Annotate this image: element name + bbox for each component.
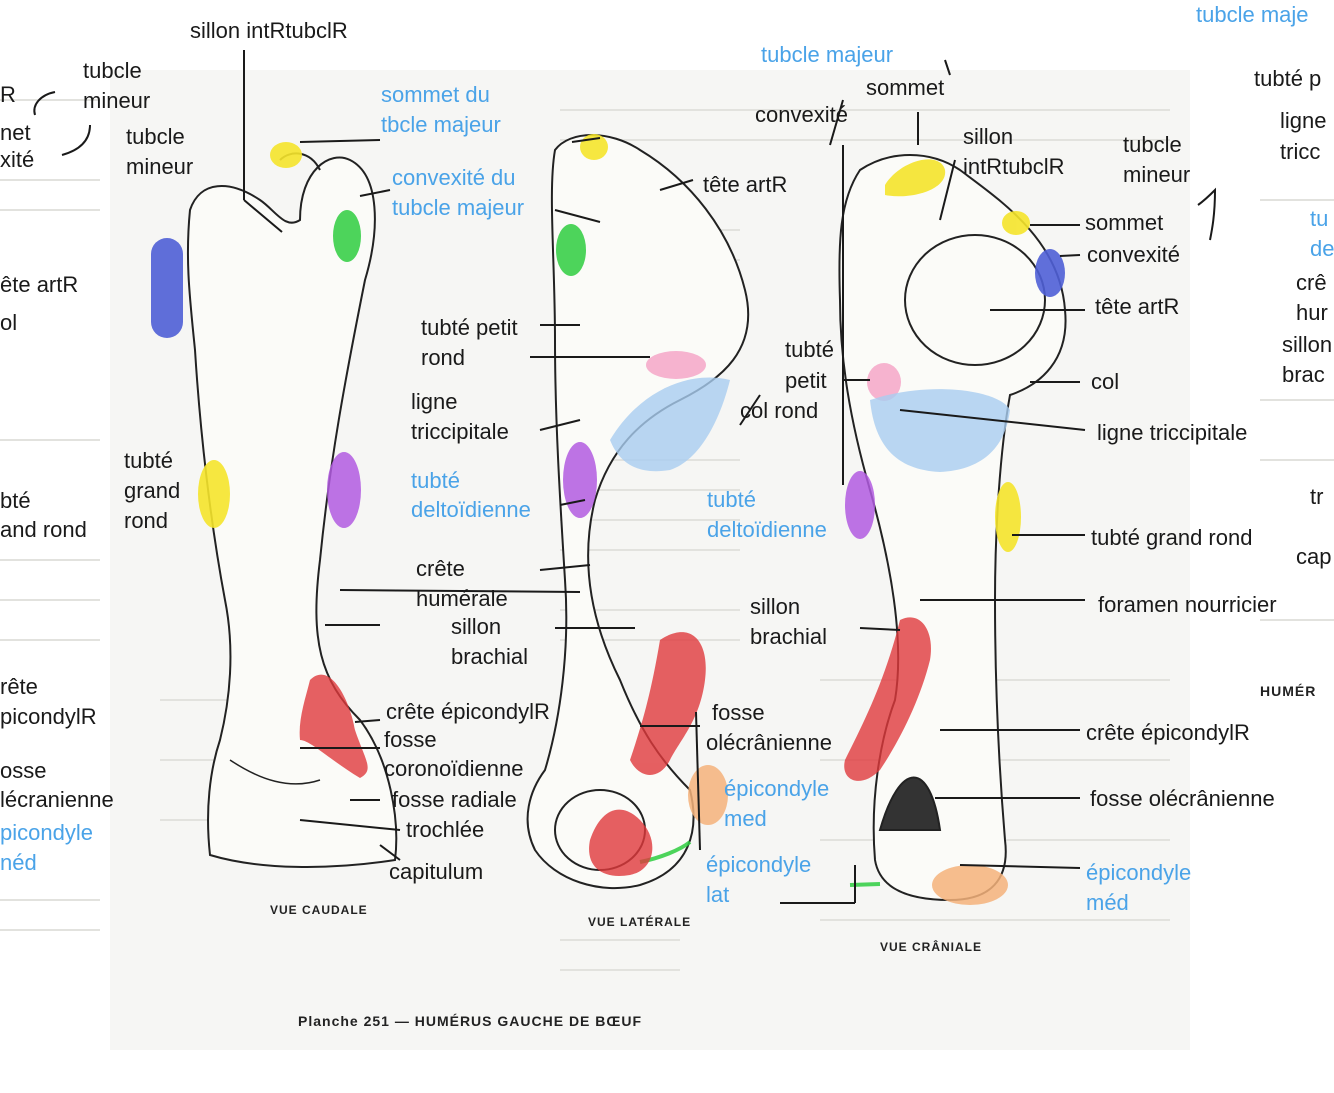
highlight-pink [646, 351, 901, 401]
label-fosse-olecranienne-2: olécrânienne [706, 730, 832, 755]
label-fosse-olecranienne: fosse [712, 700, 765, 725]
fragment-right-cre: crê [1296, 270, 1327, 295]
fragment-left-col: ol [0, 310, 18, 335]
label-tuberosite-grand-rond-1: tubté [124, 448, 173, 473]
label-crete-epicondylaire: crête épicondylR [386, 699, 550, 724]
fragment-left-tubte: bté [0, 488, 31, 513]
label-sillon-intertuberculaire-r: sillon [963, 124, 1014, 149]
fragment-right-de: de [1310, 236, 1334, 261]
label-convexite-tubercule-majeur-2: tubcle majeur [392, 195, 525, 220]
label-tuberosite-grand-rond-3: rond [124, 508, 169, 533]
label-tubercule-majeur: tubcle majeur [761, 42, 894, 67]
fragment-left-picondylr: picondylR [0, 704, 97, 729]
fragment-right-tubte-p: tubté p [1254, 66, 1322, 91]
label-tubercule-mineur-b2: mineur [126, 154, 194, 179]
label-fosse-radiale: fosse radiale [392, 787, 517, 812]
label-tuberosite-deltoidienne: tubté [411, 468, 460, 493]
label-tuberosite-petit-rond: tubté petit [421, 315, 518, 340]
label-tuberosite-petit-rond-2: rond [421, 345, 466, 370]
leader-lines [33, 50, 1217, 904]
label-epicondyle-medial: épicondyle [724, 776, 830, 801]
label-epicondyle-medial-r: épicondyle [1086, 860, 1192, 885]
fragment-right-ligne: ligne [1280, 108, 1327, 133]
label-sommet-tubercule-majeur-2: tbcle majeur [381, 112, 501, 137]
fragment-right-cap: cap [1296, 544, 1332, 569]
label-ligne-tricipitale-2: tricсipitale [411, 419, 509, 444]
label-sillon-brachial-2: brachial [451, 644, 529, 669]
fragment-right-sillon: sillon [1282, 332, 1333, 357]
label-tuberosite-petit-2: petit [785, 368, 827, 393]
fragment-right-tr: tr [1310, 484, 1324, 509]
label-sommet-tubercule-majeur: sommet du [381, 82, 490, 107]
label-tuberosite-deltoidienne-2: deltoïdienne [411, 497, 531, 522]
label-tete-articulaire: tête artR [703, 172, 788, 197]
label-sillon-intertuberculaire-r2: intRtubclR [963, 154, 1065, 179]
label-sillon-brachial-r: sillon [750, 594, 801, 619]
view-tag-caudal: VUE CAUDALE [270, 903, 368, 917]
view-tag-cranial: VUE CRÂNIALE [880, 940, 983, 954]
label-ligne-tricipitale: ligne [411, 389, 458, 414]
plate-caption: Planche 251 — HUMÉRUS GAUCHE DE BŒUF [298, 1013, 643, 1029]
label-sommet-r: sommet [1085, 210, 1164, 235]
bone-caudal-view [186, 152, 398, 868]
fragment-right-brac: brac [1282, 362, 1325, 387]
label-tuberosite-petit: tubté [785, 337, 834, 362]
fragment-left-r: R [0, 82, 16, 107]
label-sommet: sommet [866, 75, 945, 100]
fragment-right-tubcle-majeur: tubcle maje [1196, 2, 1309, 27]
label-foramen-nourricier: foramen nourricier [1098, 592, 1277, 617]
label-epicondyle-medial-r2: méd [1086, 890, 1129, 915]
label-tubercule-mineur-a: tubcle [83, 58, 142, 83]
highlight-blue [151, 238, 1065, 338]
fragment-left-osse: osse [0, 758, 47, 783]
fragment-left-lecranienne: lécranienne [0, 787, 114, 812]
label-convexite-r: convexité [1087, 242, 1180, 267]
label-tubercule-mineur-b: tubcle [126, 124, 185, 149]
fragment-left-tete-artr: ête artR [0, 272, 79, 297]
label-tubercule-mineur-a2: mineur [83, 88, 151, 113]
label-capitulum: capitulum [389, 859, 484, 884]
label-sillon-intertuberculaire: sillon intRtubclR [190, 18, 348, 43]
fragment-left-and-rond: and rond [0, 517, 87, 542]
label-col: col [1091, 369, 1120, 394]
label-tuberosite-deltoidienne-r: tubté [707, 487, 756, 512]
label-tubercule-mineur-r: tubcle [1123, 132, 1182, 157]
view-tag-lateral: VUE LATÉRALE [588, 915, 692, 929]
highlight-red [299, 617, 931, 876]
label-tuberosite-grand-rond-r: tubté grand rond [1091, 525, 1253, 550]
label-tuberosite-grand-rond-2: grand [124, 478, 181, 503]
label-epicondyle-lateral-2: lat [706, 882, 730, 907]
label-col-rond: col rond [740, 398, 819, 423]
label-tuberosite-deltoidienne-r2: deltoïdienne [707, 517, 827, 542]
fragment-left-xite: xité [0, 147, 35, 172]
label-crete-humerale-2: humérale [416, 586, 508, 611]
fragment-left-met: net [0, 120, 31, 145]
label-sillon-brachial-r2: brachial [750, 624, 828, 649]
fragment-right-tricc: tricc [1280, 139, 1321, 164]
label-epicondyle-lateral: épicondyle [706, 852, 812, 877]
fragment-left-med: néd [0, 850, 37, 875]
label-crete-humerale: crête [416, 556, 465, 581]
label-tubercule-mineur-r2: mineur [1123, 162, 1191, 187]
label-crete-epicondylaire-r: crête épicondylR [1086, 720, 1250, 745]
label-tete-articulaire-r: tête artR [1095, 294, 1180, 319]
label-epicondyle-medial-2: med [724, 806, 767, 831]
label-fosse-coronoidienne: fosse [384, 727, 437, 752]
label-convexite-tubercule-majeur: convexité du [392, 165, 516, 190]
fragment-right-hur: hur [1296, 300, 1328, 325]
fragment-right-tu: tu [1310, 206, 1329, 231]
label-convexite: convexité [755, 102, 848, 127]
label-sillon-brachial: sillon [451, 614, 502, 639]
highlight-purple [327, 442, 875, 539]
label-trochlee: trochlée [406, 817, 485, 842]
fragment-left-rete: rête [0, 674, 38, 699]
fragment-right-humer: HUMÉR [1260, 683, 1317, 699]
label-fosse-olecranienne-r: fosse olécrânienne [1090, 786, 1275, 811]
label-ligne-tricipitale-r: ligne triccipitale [1097, 420, 1248, 445]
label-fosse-coronoidienne-2: coronoïdienne [384, 756, 524, 781]
fragment-left-picondyle: picondyle [0, 820, 93, 845]
